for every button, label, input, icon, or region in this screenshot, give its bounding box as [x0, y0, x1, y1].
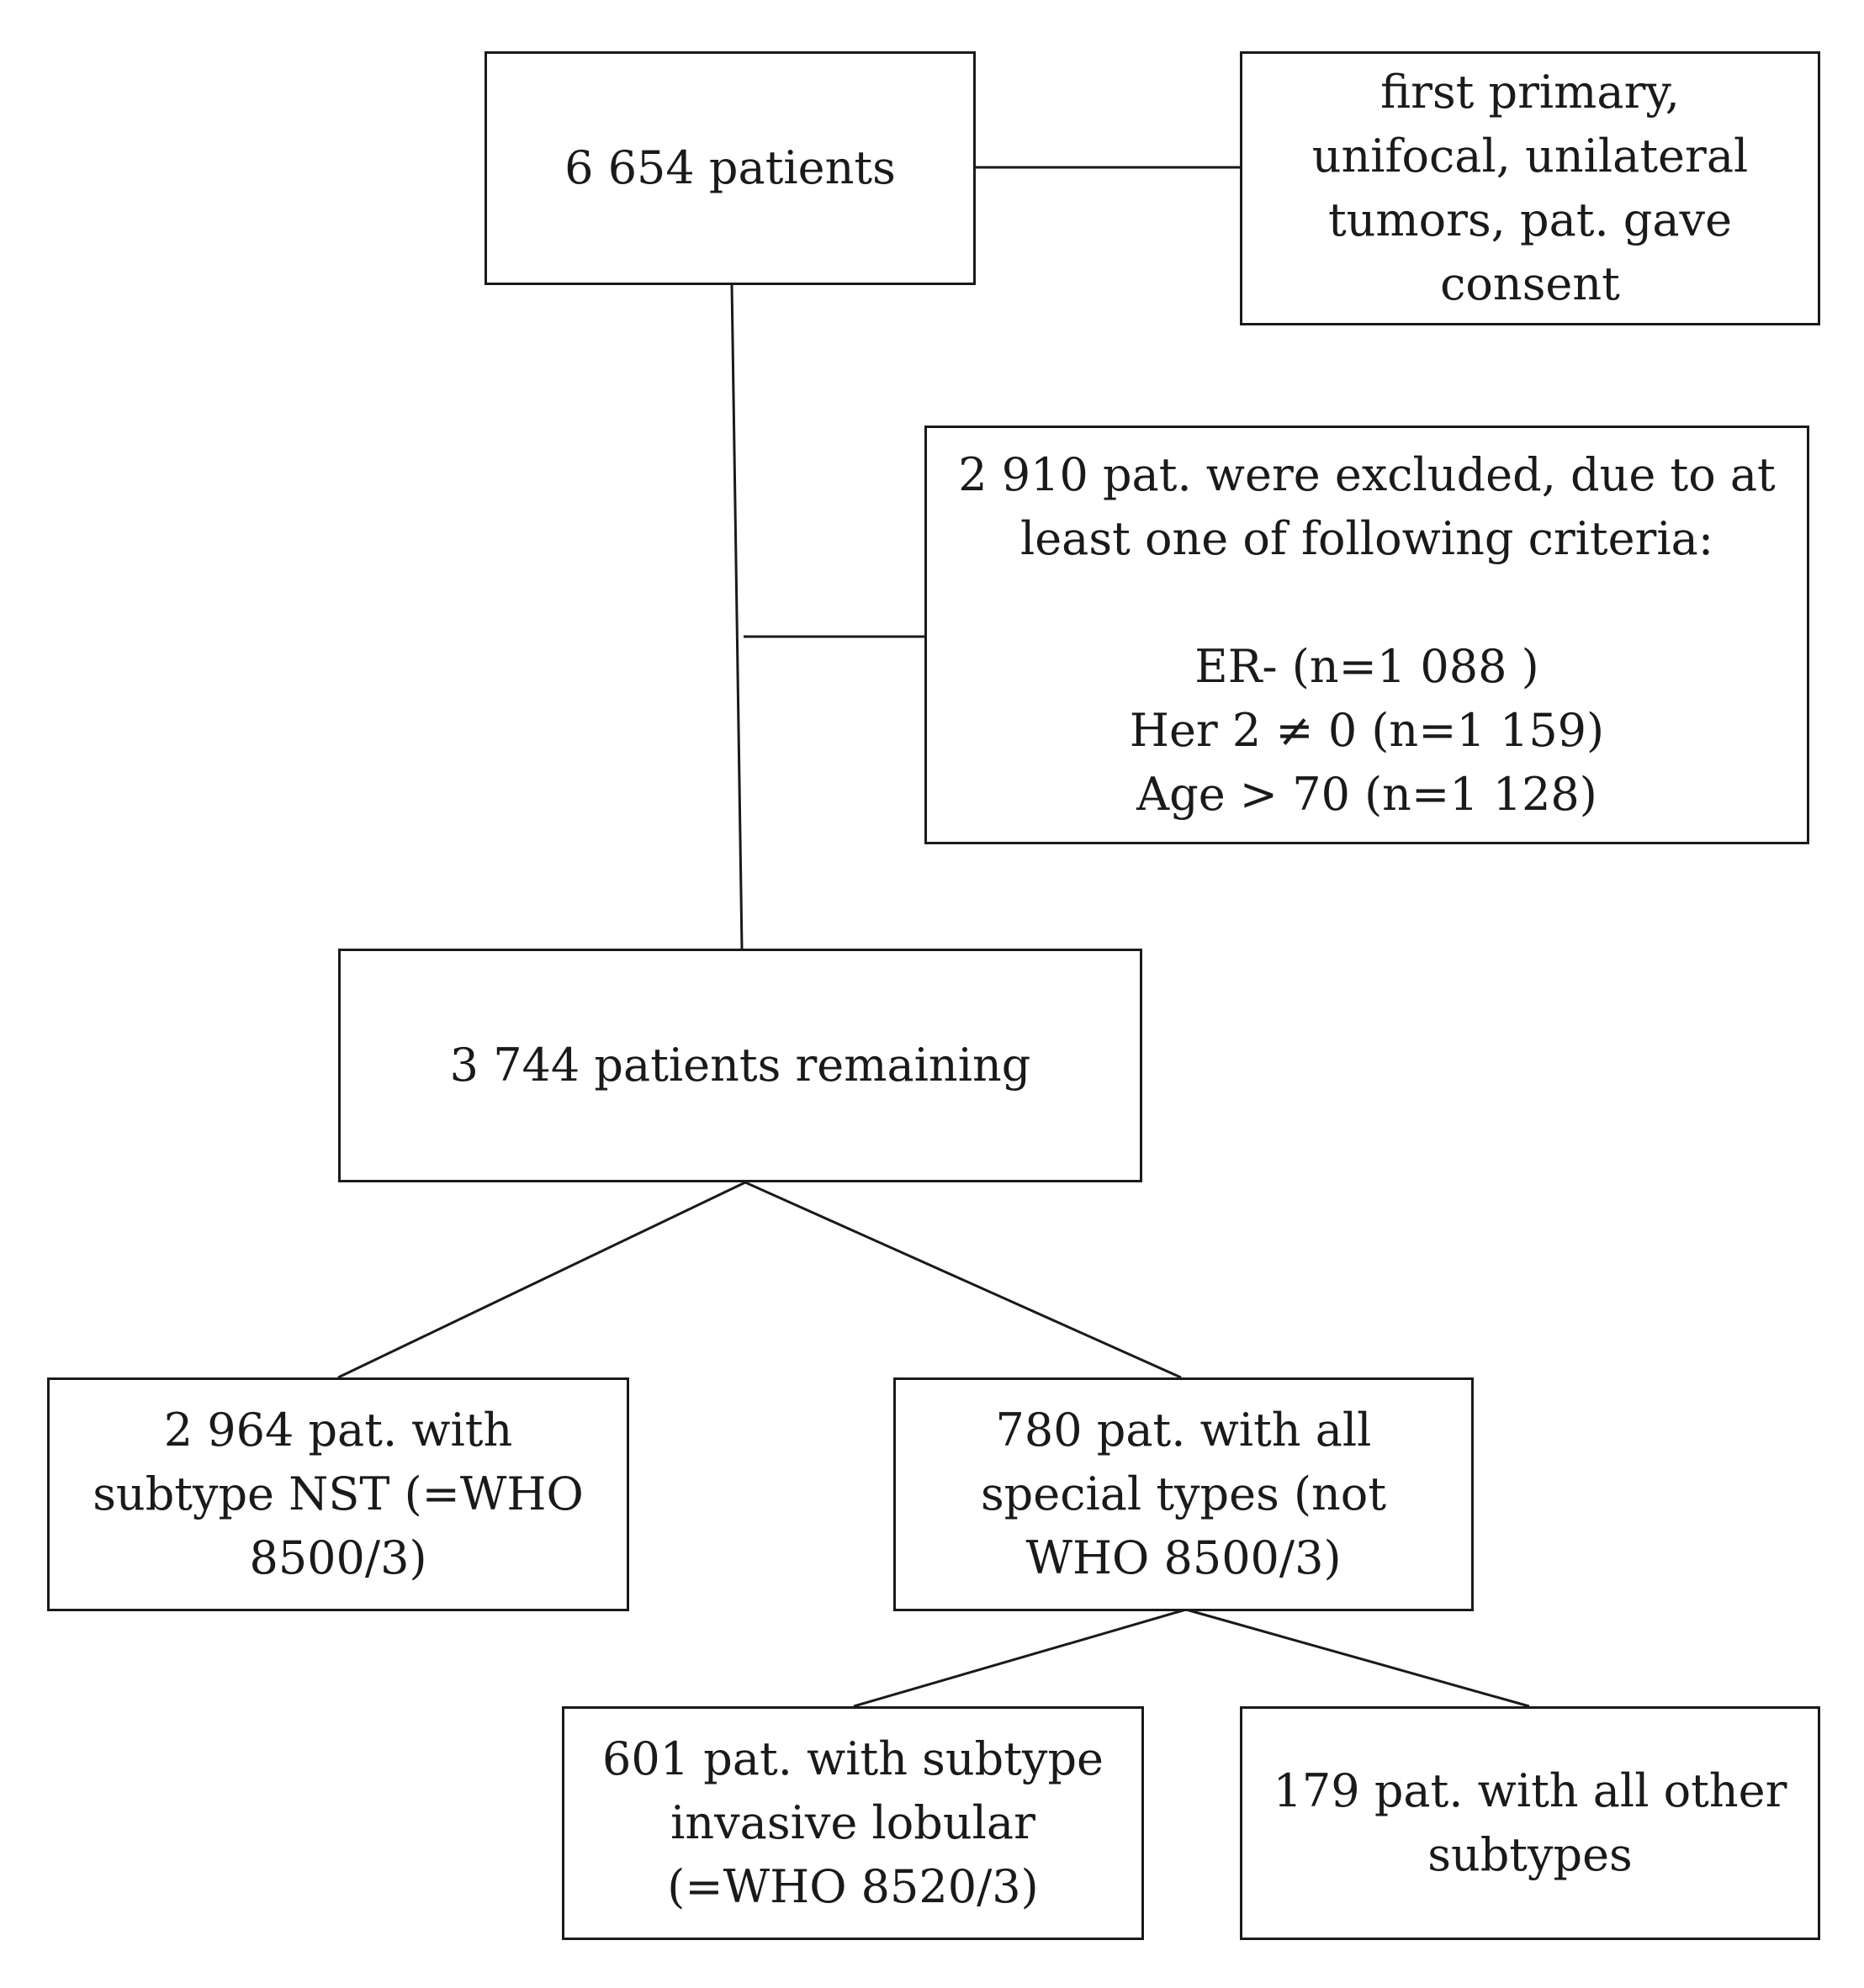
node-special-types: 780 pat. with all special types (not WHO…: [893, 1377, 1474, 1611]
node-text-line: 780 pat. with all: [995, 1404, 1372, 1457]
node-text-line: tumors, pat. gave: [1327, 193, 1733, 246]
node-text-line: subtype NST (=WHO: [93, 1467, 584, 1520]
node-invasive-lobular: 601 pat. with subtype invasive lobular (…: [562, 1706, 1144, 1940]
node-text-line: first primary,: [1380, 66, 1680, 119]
node-text-line: consent: [1440, 257, 1620, 310]
connector-remaining-to-special: [744, 1181, 1182, 1379]
node-text-line: subtypes: [1427, 1828, 1633, 1881]
connector-special-to-other: [1185, 1608, 1530, 1708]
node-text-line: least one of following criteria:: [1019, 512, 1714, 565]
exclusion-criterion-age: Age > 70 (n=1 128): [1136, 768, 1597, 821]
node-text-line: (=WHO 8520/3): [667, 1860, 1039, 1913]
node-total-patients: 6 654 patients: [485, 51, 976, 285]
node-text-line: 179 pat. with all other: [1273, 1764, 1787, 1817]
exclusion-criterion-her2: Her 2 ≠ 0 (n=1 159): [1129, 704, 1605, 757]
node-text-line: WHO 8500/3): [1025, 1531, 1342, 1584]
connector-total-to-remaining: [730, 283, 744, 949]
node-other-subtypes: 179 pat. with all other subtypes: [1240, 1706, 1820, 1940]
node-text-line: 2 964 pat. with: [163, 1404, 513, 1457]
node-text-line: special types (not: [980, 1467, 1387, 1520]
connector-remaining-to-nst: [337, 1181, 746, 1379]
node-excluded-patients: 2 910 pat. were excluded, due to at leas…: [924, 426, 1809, 844]
node-inclusion-criteria: first primary, unifocal, unilateral tumo…: [1240, 51, 1820, 325]
exclusion-criterion-er: ER- (n=1 088 ): [1194, 640, 1539, 693]
node-text-line: 8500/3): [249, 1531, 427, 1584]
node-remaining-patients: 3 744 patients remaining: [338, 949, 1142, 1182]
node-text-line: 3 744 patients remaining: [449, 1039, 1031, 1092]
node-nst-subtype: 2 964 pat. with subtype NST (=WHO 8500/3…: [47, 1377, 629, 1611]
node-text-line: 601 pat. with subtype: [602, 1732, 1104, 1785]
node-text-line: 2 910 pat. were excluded, due to at: [958, 448, 1776, 501]
node-text-line: unifocal, unilateral: [1311, 130, 1749, 182]
connector-special-to-lobular: [853, 1608, 1187, 1708]
node-text-line: 6 654 patients: [564, 141, 896, 194]
node-text-line: invasive lobular: [670, 1796, 1035, 1849]
